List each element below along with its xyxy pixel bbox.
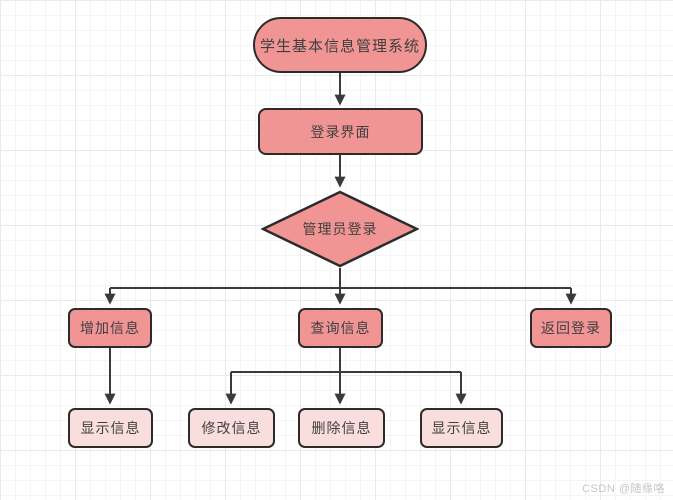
node-add-info: 增加信息 (68, 308, 152, 348)
node-modify-info: 修改信息 (188, 408, 275, 448)
csdn-watermark: CSDN @随缘咯 (582, 483, 665, 495)
node-return-login-label: 返回登录 (541, 320, 601, 336)
edge-query-split (231, 348, 461, 373)
node-modify-info-label: 修改信息 (201, 420, 262, 436)
decision-diamond-shape (261, 190, 419, 268)
node-return-login: 返回登录 (530, 308, 612, 348)
node-admin-login-label: 管理员登录 (302, 221, 378, 237)
node-delete-info: 删除信息 (298, 408, 385, 448)
node-show-info-right-label: 显示信息 (431, 420, 492, 436)
edge-decision-split (110, 268, 571, 289)
node-delete-info-label: 删除信息 (311, 420, 372, 436)
node-start-terminator: 学生基本信息管理系统 (253, 17, 427, 73)
node-start-label: 学生基本信息管理系统 (259, 37, 420, 55)
node-show-info-left: 显示信息 (68, 408, 153, 448)
node-query-info: 查询信息 (298, 308, 383, 348)
node-login-process: 登录界面 (258, 108, 423, 155)
node-show-info-right: 显示信息 (420, 408, 503, 448)
node-login-label: 登录界面 (310, 123, 371, 140)
node-admin-login-decision: 管理员登录 (261, 190, 419, 268)
node-add-info-label: 增加信息 (80, 320, 140, 336)
node-show-info-left-label: 显示信息 (80, 420, 141, 436)
node-query-info-label: 查询信息 (310, 320, 371, 336)
